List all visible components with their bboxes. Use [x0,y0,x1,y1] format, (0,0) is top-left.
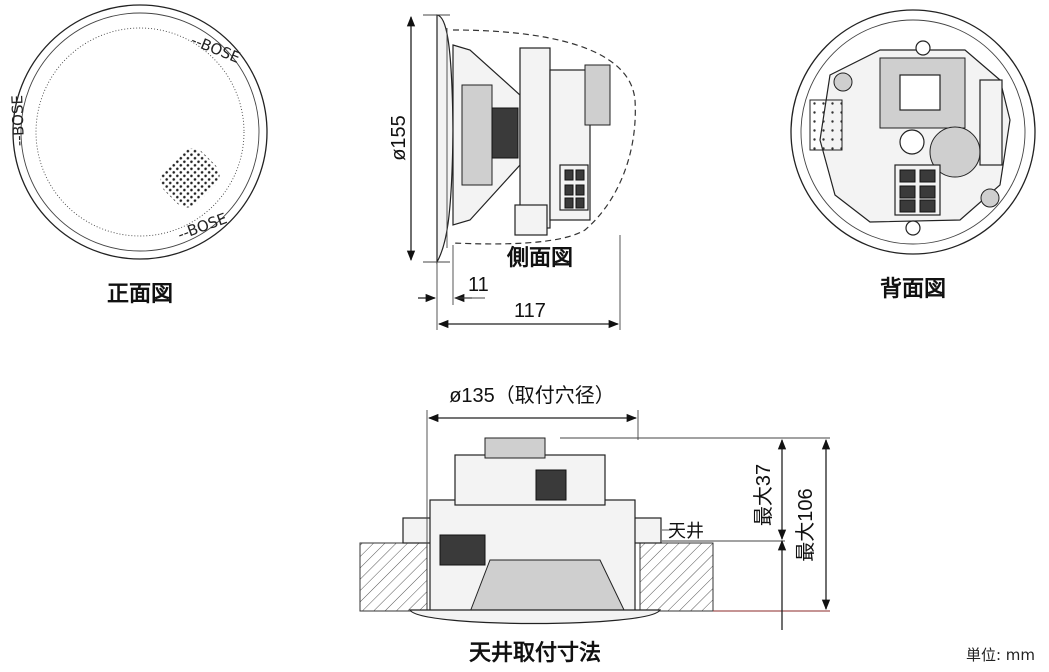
ceiling-mount-view: ø135（取付穴径） 天井 最大37 最大106 天井取付寸法 [359,384,831,666]
dim-above-label: 最大37 [752,464,775,526]
magnet [491,107,519,159]
envelope-outline [452,29,636,245]
dim-hole-label: ø135（取付穴径） [449,384,615,407]
dotted-area [809,99,843,151]
brand-logo-top: --BOSE [189,31,243,67]
unit-label: 単位: mm [966,646,1035,664]
clamp-screw-left [833,72,853,92]
transformer [584,64,611,126]
back-view-title: 背面図 [880,277,946,302]
side-view-title: 側面図 [506,246,573,271]
front-inner-rim [20,12,260,252]
back-outer-rim [790,9,1036,255]
side-component [979,79,1003,166]
ceiling-slab-right [639,542,714,612]
cone-section [469,559,626,613]
front-view: --BOSE --BOSE --BOSE 正面図 [8,4,268,307]
dim-flange-label: 11 [468,274,489,296]
clamp-bracket [514,204,548,236]
upper-chassis [454,454,606,506]
trim-ring [408,609,662,625]
front-view-title: 正面図 [107,282,173,307]
side-view: ø155 11 117 側面図 [388,14,636,330]
front-outer-rim [12,4,268,260]
back-view: 背面図 [790,9,1036,302]
screw-bottom [905,220,921,236]
dim-total-label: 最大106 [794,488,817,561]
clamp-screw-right [980,188,1000,208]
dim-diameter-label: ø155 [388,115,410,161]
clamp-right [632,517,662,544]
ceiling-slab-left [359,542,428,612]
magnet-housing [461,84,493,186]
upper-terminals [535,469,567,501]
mount-hole [899,129,925,155]
screw-top [915,40,931,56]
chassis-frame [519,47,551,229]
dim-depth-label: 117 [514,300,546,322]
brand-logo-bottom: --BOSE [175,209,229,243]
ceiling-view-title: 天井取付寸法 [469,641,601,666]
terminal-section [439,534,486,566]
front-grille-edge [35,27,245,237]
brand-logo-left: --BOSE [8,95,28,147]
bezel-flange [436,14,454,265]
transformer-cap [484,437,546,459]
ceiling-label: 天井 [668,521,704,542]
grille-mesh [160,148,220,208]
